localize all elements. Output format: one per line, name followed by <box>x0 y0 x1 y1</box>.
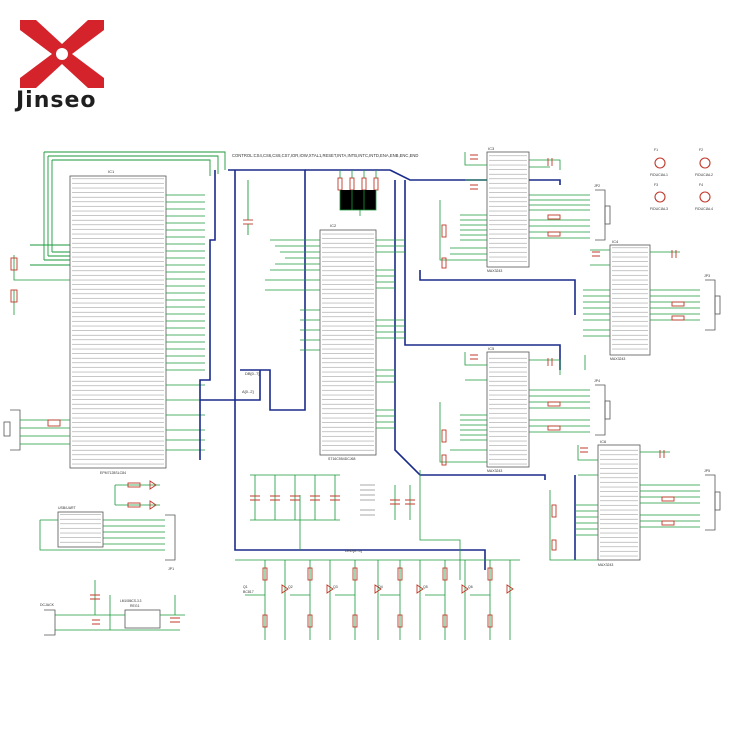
svg-text:FIDUCIAL3: FIDUCIAL3 <box>650 207 668 211</box>
left-pullups <box>10 255 70 315</box>
usb-uart-module: USB/UART JP1 <box>39 506 176 571</box>
svg-text:JP1: JP1 <box>168 567 174 571</box>
svg-text:IC5: IC5 <box>488 346 495 351</box>
rs232-ic6: IC6 MAX3243 <box>597 439 641 567</box>
svg-text:JP5: JP5 <box>704 469 710 473</box>
db-bus-label: DB[0..7] <box>245 371 259 376</box>
svg-text:JP3: JP3 <box>704 274 710 278</box>
connector-labels: JP2 JP3 JP4 JP5 <box>594 184 710 473</box>
resistor-network <box>337 170 379 216</box>
jtag-connector <box>3 409 70 451</box>
brand-logo <box>20 20 104 88</box>
svg-text:MAX3243: MAX3243 <box>487 469 502 473</box>
logo-mark <box>20 20 104 88</box>
rs232-passives <box>441 154 685 551</box>
svg-text:MAX3243: MAX3243 <box>487 269 502 273</box>
rs232-ic5: IC5 MAX3243 <box>486 346 530 473</box>
rs232-wires <box>299 152 700 580</box>
uart-right-wires <box>376 239 405 429</box>
svg-text:MAX3243: MAX3243 <box>598 563 613 567</box>
svg-text:IC2: IC2 <box>330 223 337 228</box>
uart-left-wires <box>265 239 320 351</box>
cpld-ic1: IC1 EPM7128SLC84 <box>69 169 167 475</box>
svg-text:FIDUCIAL1: FIDUCIAL1 <box>650 173 668 177</box>
svg-text:Q6: Q6 <box>468 585 473 589</box>
control-wires <box>30 151 226 266</box>
svg-text:F2: F2 <box>699 148 703 152</box>
svg-text:FIDUCIAL4: FIDUCIAL4 <box>695 207 713 211</box>
svg-text:Q5: Q5 <box>423 585 428 589</box>
brand-name: Jinseo <box>16 88 97 113</box>
rs232-ic3: IC3 MAX3243 <box>486 146 530 273</box>
svg-text:ST16C554DCJ68: ST16C554DCJ68 <box>328 457 355 461</box>
cpld-right-wires <box>166 194 205 451</box>
status-leds <box>114 480 160 510</box>
svg-text:JP2: JP2 <box>594 184 600 188</box>
uart-ic2: IC2 ST16C554DCJ68 <box>319 223 377 461</box>
svg-text:DCJACK: DCJACK <box>40 603 55 607</box>
serial-connectors <box>595 189 721 531</box>
svg-text:USB/UART: USB/UART <box>58 506 76 510</box>
svg-text:IC3: IC3 <box>488 146 495 151</box>
svg-text:Q2: Q2 <box>288 585 293 589</box>
svg-text:F4: F4 <box>699 183 703 187</box>
svg-text:FIDUCIAL2: FIDUCIAL2 <box>695 173 713 177</box>
svg-text:IC1: IC1 <box>108 169 115 174</box>
fiducials: F1 F2 F3 F4 FIDUCIAL1 FIDUCIAL2 FIDUCIAL… <box>650 148 713 211</box>
svg-text:Q1: Q1 <box>243 585 248 589</box>
svg-text:F1: F1 <box>654 148 658 152</box>
addr-bus-label: A[0..2] <box>242 389 254 394</box>
svg-text:Q4: Q4 <box>378 585 383 589</box>
svg-text:Q3: Q3 <box>333 585 338 589</box>
svg-text:JP4: JP4 <box>594 379 600 383</box>
decoupling-cap <box>243 180 253 235</box>
svg-text:IC4: IC4 <box>612 239 619 244</box>
rs232-ic4: IC4 MAX3243 <box>609 239 651 361</box>
svg-text:EPM7128SLC84: EPM7128SLC84 <box>100 471 126 475</box>
svg-text:REG1: REG1 <box>130 604 140 608</box>
svg-text:BC817: BC817 <box>243 590 254 594</box>
led-drivers: Q1 Q2 Q3 Q4 Q5 Q6 BC817 <box>235 559 520 640</box>
capacitor-bank <box>250 474 415 521</box>
data-bus <box>199 169 576 570</box>
control-bus-label: CONTROL:CS4,CS6,CS8,CS7,IOR,IOW,XTAL1,RE… <box>232 153 418 158</box>
svg-text:IC6: IC6 <box>600 439 607 444</box>
power-supply: REG1 LM1086CS-3.3 DCJACK <box>40 580 185 636</box>
led-bus-label: LED[0..5] <box>345 548 362 553</box>
svg-text:LM1086CS-3.3: LM1086CS-3.3 <box>120 599 142 603</box>
svg-text:F3: F3 <box>654 183 658 187</box>
svg-text:MAX3243: MAX3243 <box>610 357 625 361</box>
circuit-schematic: CONTROL:CS4,CS6,CS8,CS7,IOR,IOW,XTAL1,RE… <box>3 146 721 640</box>
